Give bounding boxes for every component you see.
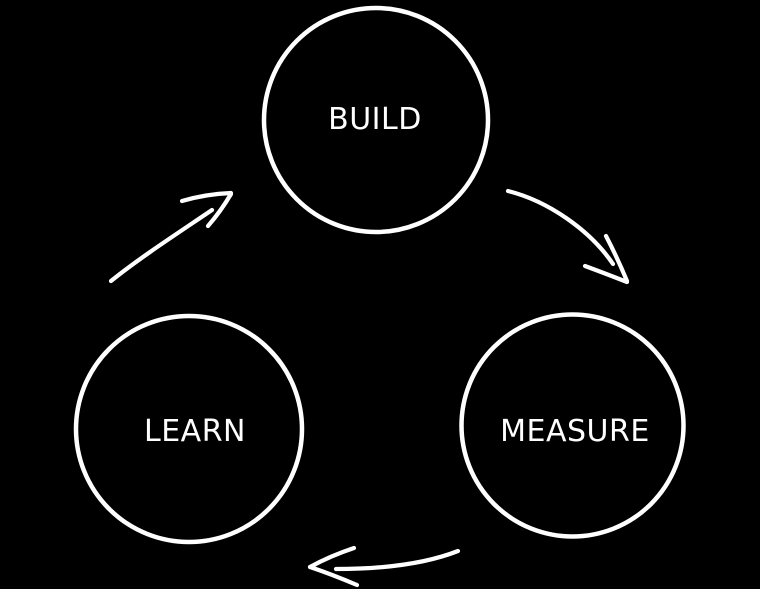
arrow-curve: [108, 207, 215, 284]
node-measure: MEASURE: [459, 312, 686, 539]
arrowhead-stroke: [582, 263, 630, 285]
learn-label: LEARN: [144, 414, 246, 449]
arrowhead-stroke: [307, 545, 357, 570]
measure-circle: [459, 312, 686, 539]
arrow-learn-to-build: [108, 190, 234, 284]
arrow-curve: [333, 548, 461, 572]
arrowhead-stroke: [205, 191, 234, 229]
build-circle: [261, 5, 491, 235]
arrowhead-stroke: [603, 233, 630, 284]
arrowhead-stroke: [179, 190, 234, 204]
build-label: BUILD: [328, 102, 422, 137]
measure-label: MEASURE: [500, 414, 650, 449]
arrow-build-to-measure: [505, 188, 630, 285]
arrowhead-stroke: [307, 564, 360, 588]
node-learn: LEARN: [73, 313, 305, 545]
node-build: BUILD: [261, 5, 491, 235]
arrow-measure-to-learn: [307, 545, 461, 588]
learn-circle: [73, 313, 305, 545]
arrow-curve: [505, 188, 616, 267]
